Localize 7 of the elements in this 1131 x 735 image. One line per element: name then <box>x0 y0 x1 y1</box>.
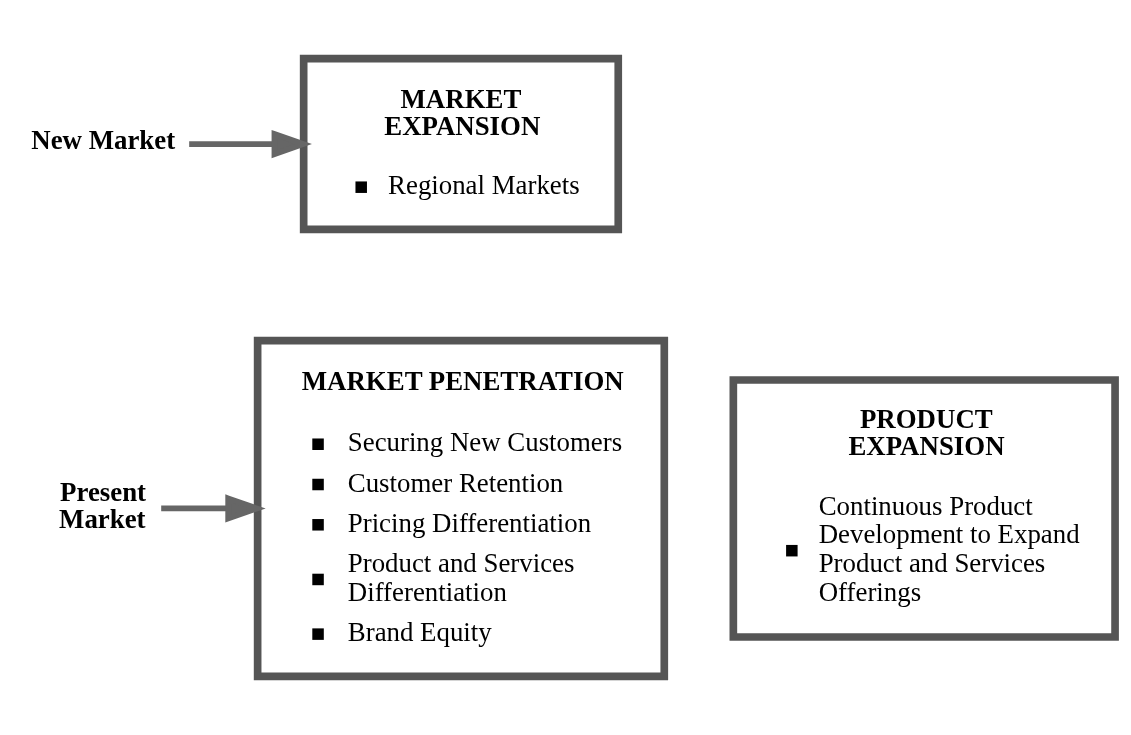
node-box: MARKET PENETRATION Securing New Customers Customer Retention Pricing Differentiation Product and Services Differentiation Brand Equity <box>253 336 669 681</box>
node-box: MARKET EXPANSION Regional Markets <box>299 54 623 234</box>
node-box: PRODUCT EXPANSION Continuous Product Development to Expand Product and Services Offerings <box>729 376 1119 641</box>
node-text: Present Market <box>59 477 147 535</box>
node-text: New Market <box>31 125 176 156</box>
arrow <box>161 494 266 523</box>
arrow <box>189 129 312 159</box>
